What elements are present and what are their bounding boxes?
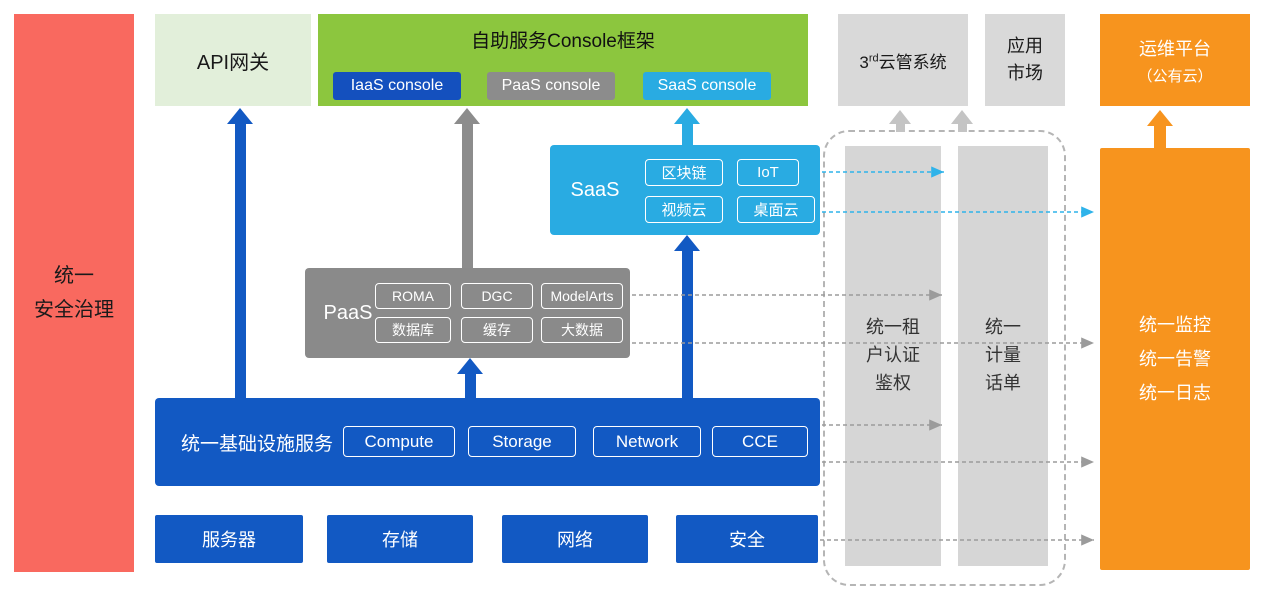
saas-chip-iot: IoT [737, 159, 799, 186]
arrow-paas-to-console-icon [454, 108, 480, 124]
paas-chip-cache: 缓存 [461, 317, 533, 343]
paas-layer-box: PaaS ROMA DGC ModelArts 数据库 缓存 大数据 [305, 268, 630, 358]
metering-billing-pipe: 统一 计量 话单 [958, 146, 1048, 566]
infra-chip-compute: Compute [343, 426, 455, 457]
paas-chip-database: 数据库 [375, 317, 451, 343]
tenant-services-dashed-container [823, 130, 1066, 586]
tenant-auth-pipe: 统一租 户认证 鉴权 [845, 146, 941, 566]
saas-chip-blockchain: 区块链 [645, 159, 723, 186]
console-framework-title: 自助服务Console框架 [471, 31, 655, 52]
paas-chip-roma: ROMA [375, 283, 451, 309]
paas-layer-label: PaaS [323, 301, 373, 324]
saas-layer-box: SaaS 区块链 IoT 视频云 桌面云 [550, 145, 820, 235]
arrow-om-to-platform-icon [1147, 110, 1173, 126]
monitoring-alarm-log-pipe: 统一监控 统一告警 统一日志 [1100, 148, 1250, 570]
paas-chip-modelarts: ModelArts [541, 283, 623, 309]
arrow-infra-to-apigw-icon [227, 108, 253, 124]
hardware-box-storage: 存储 [327, 515, 473, 563]
arrow-infra-to-saas-icon [674, 235, 700, 251]
arrow-pipes-to-thirdcloud-shaft [896, 124, 905, 132]
arrow-infra-to-paas-icon [457, 358, 483, 374]
arrow-infra-to-paas-shaft [465, 374, 476, 398]
arrow-saas-to-console-shaft [682, 124, 693, 145]
arrow-om-to-platform-shaft [1154, 126, 1166, 148]
infra-chip-cce: CCE [712, 426, 808, 457]
third-party-cloud-mgmt-label: 3rd云管系统 [859, 51, 947, 72]
hardware-box-security: 安全 [676, 515, 818, 563]
iaas-console-chip: IaaS console [333, 72, 461, 100]
infra-chip-network: Network [593, 426, 701, 457]
arrow-pipes-to-thirdcloud-icon [889, 110, 911, 124]
arrow-saas-to-console-icon [674, 108, 700, 124]
console-framework-box: 自助服务Console框架 IaaS console PaaS console … [318, 14, 808, 106]
arrow-infra-to-apigw-shaft [235, 124, 246, 398]
om-platform-title: 运维平台 [1139, 38, 1211, 59]
saas-console-chip: SaaS console [643, 72, 771, 100]
security-governance-bar: 统一 安全治理 [14, 14, 134, 572]
app-market-box: 应用 市场 [985, 14, 1065, 106]
paas-console-chip: PaaS console [487, 72, 615, 100]
hardware-box-server: 服务器 [155, 515, 303, 563]
paas-chip-dgc: DGC [461, 283, 533, 309]
arrow-pipes-to-appmarket-shaft [958, 124, 967, 132]
infrastructure-layer-label: 统一基础设施服务 [180, 433, 333, 455]
om-platform-subtitle: （公有云） [1137, 67, 1213, 85]
api-gateway-box: API网关 [155, 14, 311, 106]
paas-chip-bigdata: 大数据 [541, 317, 623, 343]
arrow-pipes-to-appmarket-icon [951, 110, 973, 124]
infra-chip-storage: Storage [468, 426, 576, 457]
saas-layer-label: SaaS [570, 178, 620, 201]
third-party-cloud-mgmt-box: 3rd云管系统 [838, 14, 968, 106]
arrow-infra-to-saas-shaft [682, 251, 693, 398]
hardware-box-network: 网络 [502, 515, 648, 563]
arrow-paas-to-console-shaft [462, 124, 473, 268]
infrastructure-layer-box: 统一基础设施服务 Compute Storage Network CCE [155, 398, 820, 486]
saas-chip-desktop-cloud: 桌面云 [737, 196, 815, 223]
saas-chip-video-cloud: 视频云 [645, 196, 723, 223]
om-platform-box: 运维平台 （公有云） [1100, 14, 1250, 106]
